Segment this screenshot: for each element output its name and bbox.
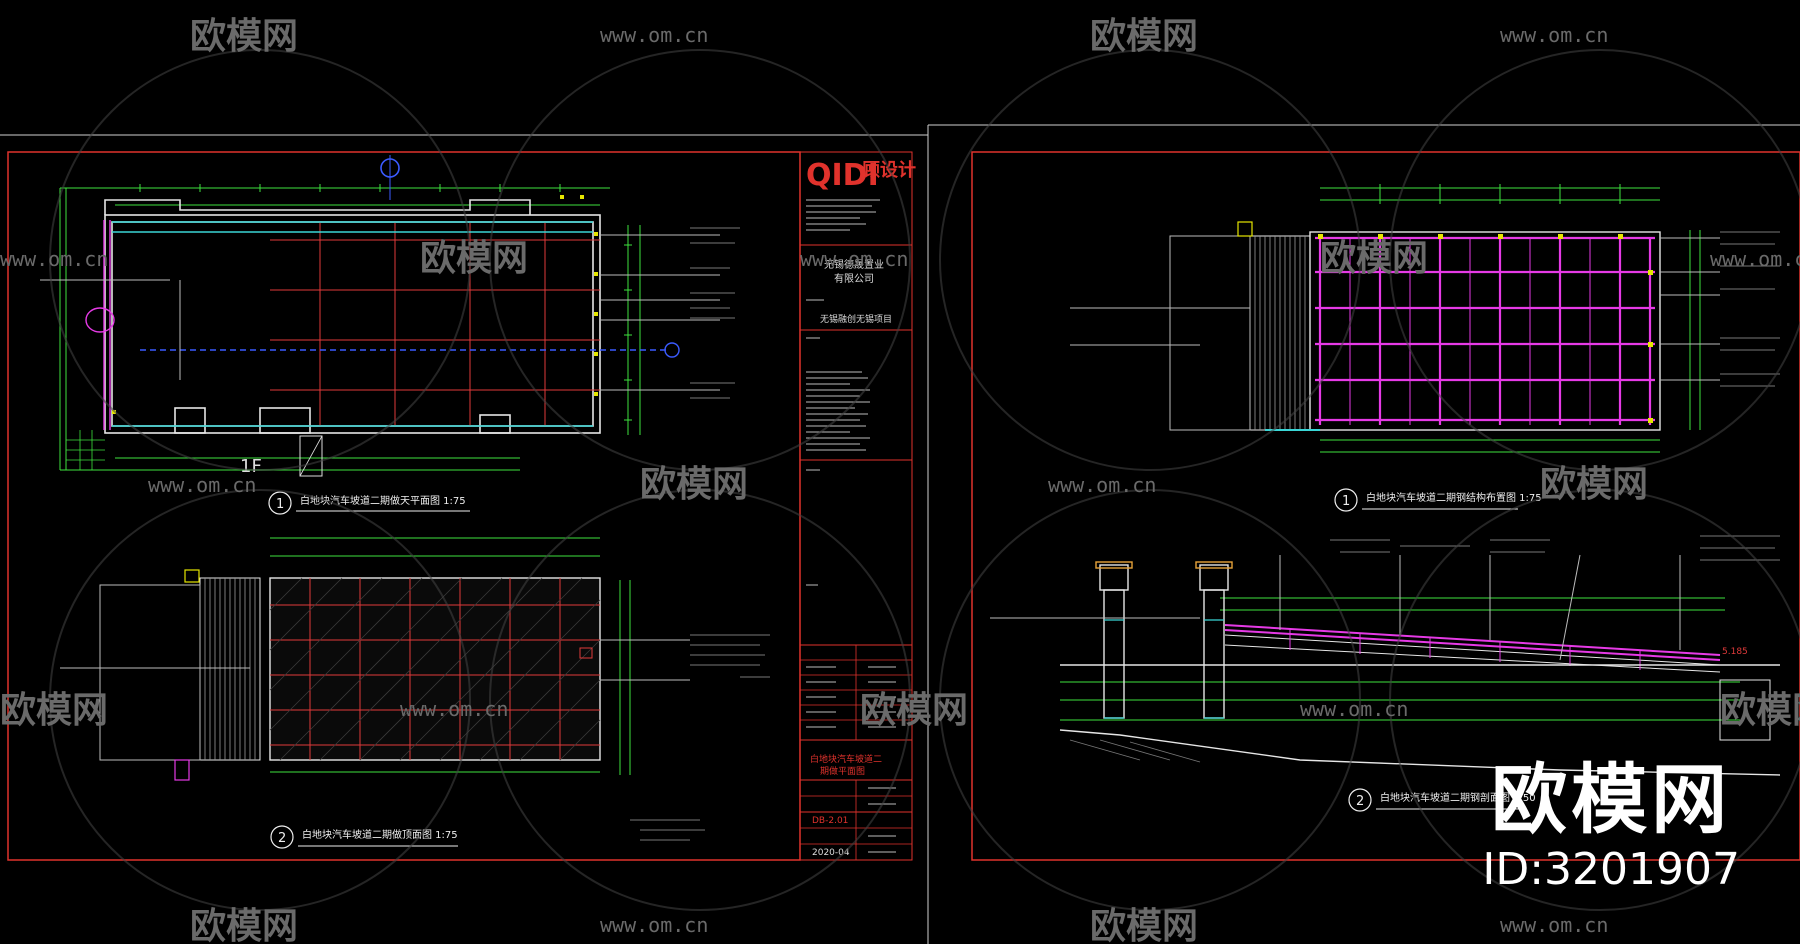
drawing-date: 2020-04 [812,848,850,858]
drawing-title-line1: 白地块汽车坡道二 [810,753,882,765]
left-plan-view: 1F 1 白地块汽车坡道二期做天平面图 1:75 [40,155,740,515]
left-view1-number: 1 [276,497,284,512]
left-view2-number: 2 [278,831,286,846]
watermark-brand: 欧模网 [190,906,298,944]
firm-mark: QIDI [806,158,879,193]
right-steel-plan-view: 1 白地块汽车坡道二期钢结构布置图 1:75 [1070,184,1780,512]
right-section-view: 5.185 2 白地块汽车坡道二期钢剖面图 1:50 [990,535,1781,812]
watermark-url: www.om.cn [600,913,708,937]
watermark-brand: 欧模网 [1090,16,1198,57]
client-name: 无锡德晟置业 [824,258,884,271]
level-mark: 5.185 [1722,647,1748,657]
watermark-url: www.om.cn [1300,697,1408,721]
brand-logo: 欧模网 ID:3201907 [1482,760,1740,894]
watermark-url: www.om.cn [1500,913,1608,937]
left-view2-title: 白地块汽车坡道二期做顶面图 1:75 [302,828,458,841]
drawing-title-line2: 期做平面图 [820,765,865,777]
watermark-brand: 欧模网 [640,464,748,505]
title-block: QIDI 顾设计 无锡德晟置业 有限公司 无锡融创无锡项目 白地块汽车坡道二 期… [799,151,916,861]
watermark-brand: 欧模网 [860,690,968,731]
watermark-url: www.om.cn [1048,473,1156,497]
project-name: 无锡融创无锡项目 [820,313,892,325]
watermark-url: www.om.cn [800,247,908,271]
right-view2-title: 白地块汽车坡道二期钢剖面图 1:50 [1380,791,1536,804]
watermark-url: www.om.cn [1710,247,1800,271]
right-view1-number: 1 [1342,494,1350,509]
watermark-brand: 欧模网 [1540,464,1648,505]
left-view1-bubble [268,491,292,515]
brand-logo-name: 欧模网 [1491,755,1732,844]
right-view1-title: 白地块汽车坡道二期钢结构布置图 1:75 [1366,491,1542,504]
watermark-text-layer: 欧模网 www.om.cn 欧模网 www.om.cn www.om.cn 欧模… [0,16,1800,944]
watermark-brand: 欧模网 [0,690,108,731]
model-id: ID:3201907 [1482,844,1740,895]
watermark-brand: 欧模网 [190,16,298,57]
watermark-url: www.om.cn [148,473,256,497]
sheet-border-right [927,124,1800,944]
right-view1-bubble [1334,488,1358,512]
drawing-number: DB-2.01 [812,816,848,826]
left-view2-bubble [270,825,294,849]
left-ceiling-view: 2 白地块汽车坡道二期做顶面图 1:75 [60,537,770,849]
right-view2-number: 2 [1356,794,1364,809]
watermark-brand: 欧模网 [420,238,528,279]
watermark-url: www.om.cn [600,23,708,47]
floor-tag: 1F [240,456,262,477]
watermark-brand: 欧模网 [1090,906,1198,944]
watermark-brand: 欧模网 [1320,238,1428,279]
watermark-layer [49,49,1800,911]
watermark-url: www.om.cn [400,697,508,721]
watermark-url: www.om.cn [0,247,108,271]
right-view2-bubble [1348,788,1372,812]
watermark-brand: 欧模网 [1720,690,1800,731]
left-view1-title: 白地块汽车坡道二期做天平面图 1:75 [300,494,466,507]
client-name-line2: 有限公司 [834,272,874,285]
watermark-url: www.om.cn [1500,23,1608,47]
